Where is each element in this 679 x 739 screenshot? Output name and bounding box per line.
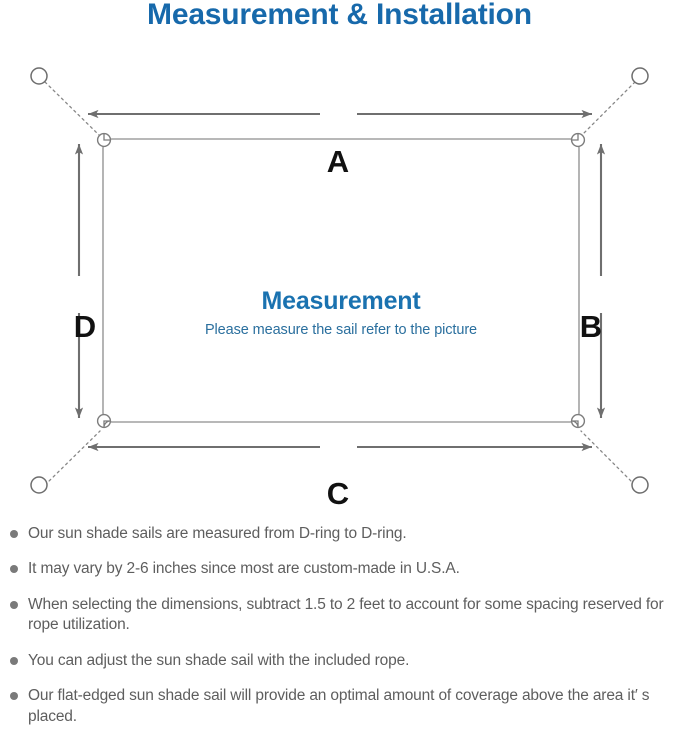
anchor-bottom-left	[30, 476, 48, 494]
rope-top-left	[44, 81, 101, 137]
d-ring-tab-top-left	[103, 132, 112, 141]
d-ring-tabs	[103, 132, 579, 428]
anchor-points	[30, 67, 649, 494]
list-item: Our sun shade sails are measured from D-…	[0, 524, 679, 544]
note-text: Our flat-edged sun shade sail will provi…	[28, 687, 650, 725]
dimension-label-d: D	[73, 309, 97, 344]
bullet-icon	[10, 565, 18, 574]
list-item: Our flat-edged sun shade sail will provi…	[0, 686, 679, 727]
sail-center-subtitle: Please measure the sail refer to the pic…	[204, 321, 478, 338]
list-item: It may vary by 2-6 inches since most are…	[0, 559, 679, 579]
rope-bottom-right	[580, 430, 636, 486]
page-title: Measurement & Installation	[147, 0, 532, 31]
d-ring-tab-bottom-left	[103, 420, 111, 428]
anchor-top-left	[30, 67, 48, 85]
diagram-svg	[30, 67, 649, 494]
notes-list: Our sun shade sails are measured from D-…	[0, 524, 679, 727]
bullet-icon	[10, 600, 18, 609]
rope-lines	[44, 81, 636, 486]
note-text: Our sun shade sails are measured from D-…	[28, 525, 407, 542]
rope-top-right	[580, 81, 636, 137]
dimension-arrows	[74, 109, 606, 452]
note-text: It may vary by 2-6 inches since most are…	[28, 560, 460, 578]
sail-body	[102, 138, 580, 423]
list-item: You can adjust the sun shade sail with t…	[0, 651, 679, 671]
dimension-label-b: B	[579, 309, 603, 344]
bullet-icon	[10, 692, 18, 701]
note-text: You can adjust the sun shade sail with t…	[28, 651, 410, 669]
d-ring-tab-top-right	[570, 132, 579, 141]
anchor-top-right	[631, 67, 649, 85]
dimension-label-c: C	[326, 476, 350, 511]
sail-center-text: Measurement Please measure the sail refe…	[103, 287, 579, 338]
bullet-icon	[10, 530, 18, 538]
rope-bottom-left	[44, 430, 101, 486]
sun-shade-sail-measurement-diagram: A B C D Measurement Please measure the s…	[0, 48, 679, 518]
anchor-bottom-right	[631, 476, 649, 494]
bullet-icon	[10, 656, 18, 665]
note-text: When selecting the dimensions, subtract …	[28, 595, 664, 634]
dimension-label-a: A	[326, 144, 350, 179]
sail-center-title: Measurement	[261, 287, 421, 315]
d-ring-tab-bottom-right	[571, 420, 579, 428]
list-item: When selecting the dimensions, subtract …	[0, 595, 679, 636]
